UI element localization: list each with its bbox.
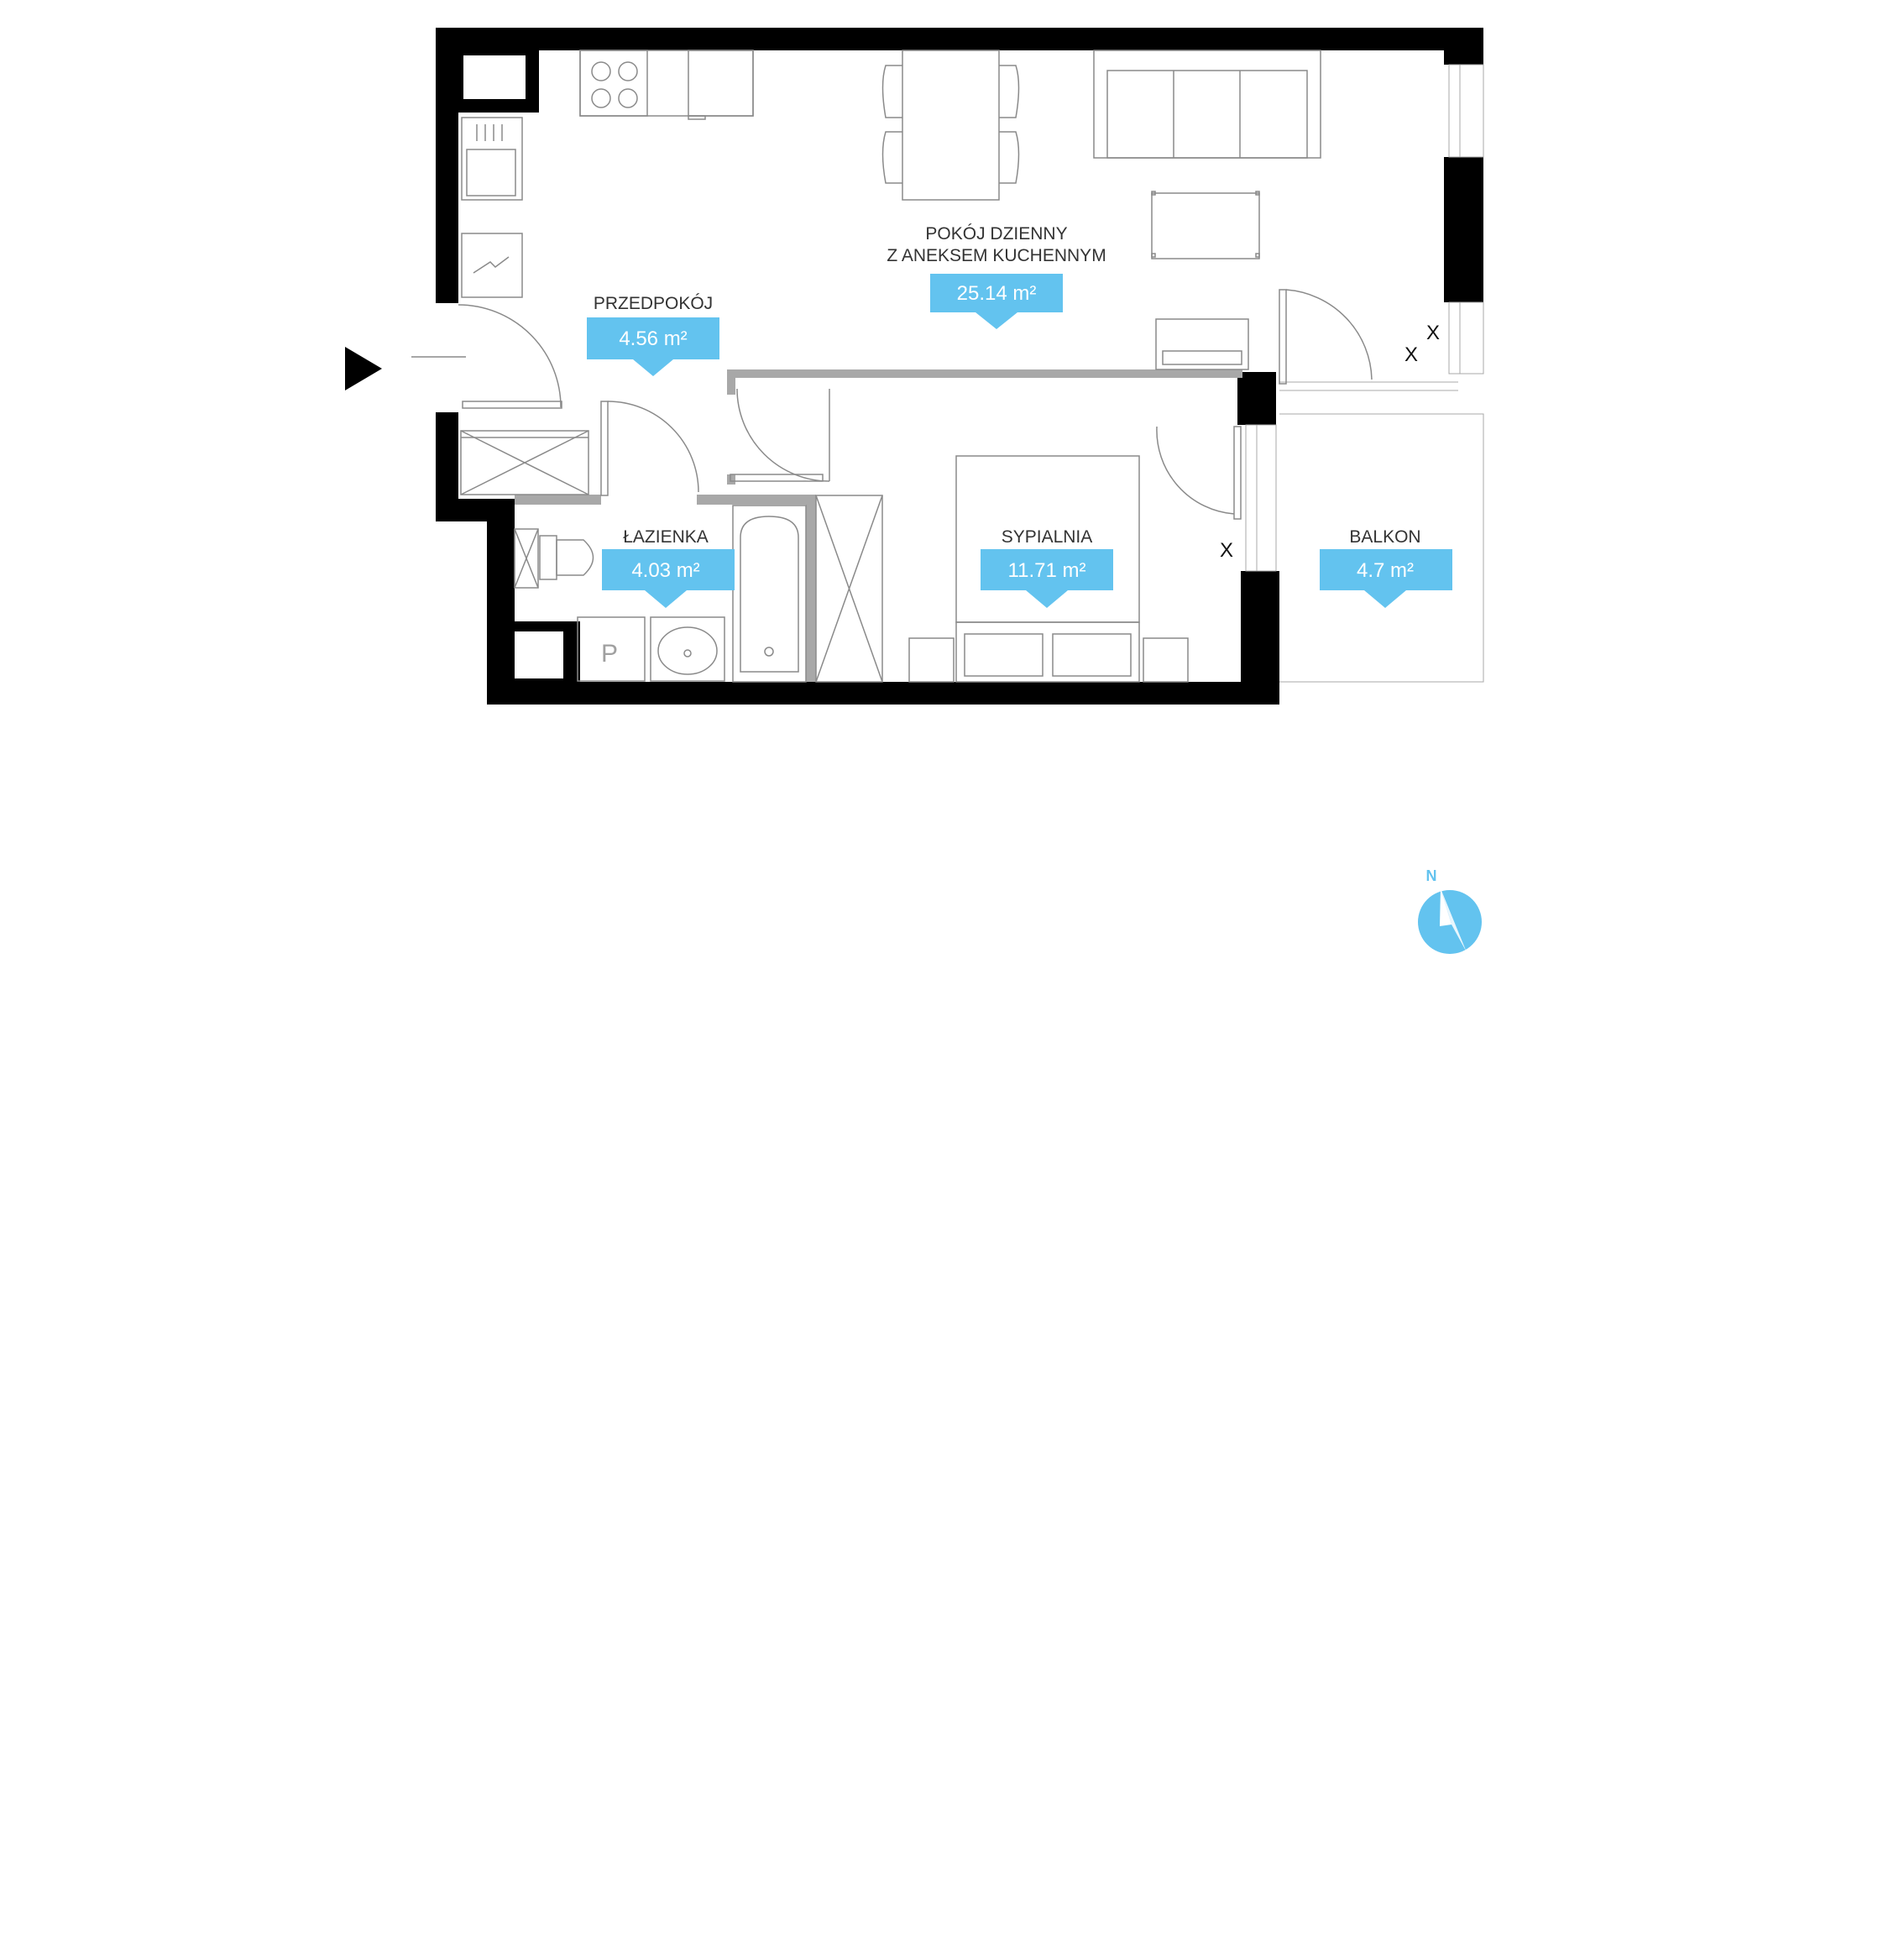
- room-name-living-line2: Z ANEKSEM KUCHENNYM: [887, 246, 1106, 265]
- windows: [1245, 64, 1484, 572]
- label-living: POKÓJ DZIENNY Z ANEKSEM KUCHENNYM 25.14 …: [887, 224, 1106, 329]
- bathroom-fixtures: [514, 495, 883, 683]
- compass-icon: N: [1418, 867, 1482, 954]
- room-area-bedroom: 11.71 m²: [1008, 559, 1086, 582]
- kitchen-furniture: [461, 50, 754, 298]
- washer-mark: P: [601, 640, 618, 668]
- room-area-bath: 4.03 m²: [631, 559, 699, 582]
- area-badge-balcony: [1320, 549, 1452, 608]
- label-balcony: BALKON 4.7 m²: [1320, 527, 1452, 608]
- room-area-living: 25.14 m²: [957, 282, 1037, 305]
- hall-wardrobe: [460, 430, 589, 495]
- doors: [411, 289, 1373, 520]
- room-name-hall: PRZEDPOKÓJ: [594, 294, 713, 313]
- room-name-living-line1: POKÓJ DZIENNY: [925, 224, 1067, 244]
- x-mark-3: X: [1220, 539, 1233, 562]
- area-badge-living: [930, 274, 1063, 329]
- room-name-bedroom: SYPIALNIA: [1002, 527, 1093, 547]
- outer-walls: [436, 28, 1483, 705]
- living-furniture: [1093, 50, 1321, 370]
- room-name-balcony: BALKON: [1349, 527, 1420, 547]
- room-area-balcony: 4.7 m²: [1357, 559, 1414, 582]
- area-badge-bedroom: [981, 549, 1113, 608]
- x-mark-1: X: [1426, 322, 1440, 344]
- label-bath: ŁAZIENKA 4.03 m²: [602, 527, 735, 608]
- x-mark-2: X: [1404, 343, 1418, 366]
- room-area-hall: 4.56 m²: [619, 327, 687, 350]
- area-badge-hall: [587, 317, 719, 376]
- label-hall: PRZEDPOKÓJ 4.56 m²: [587, 294, 719, 376]
- partitions: [515, 369, 1242, 682]
- x-marks: X X X: [1220, 322, 1440, 562]
- compass-north-label: N: [1426, 867, 1437, 884]
- label-bedroom: SYPIALNIA 11.71 m²: [981, 527, 1113, 608]
- dining-set: [881, 50, 1020, 201]
- entrance-arrow-icon: [345, 347, 382, 390]
- bedroom-furniture: [908, 455, 1189, 683]
- balcony-outline: [1279, 381, 1484, 683]
- area-badge-bath: [602, 549, 735, 608]
- room-name-bath: ŁAZIENKA: [623, 527, 709, 547]
